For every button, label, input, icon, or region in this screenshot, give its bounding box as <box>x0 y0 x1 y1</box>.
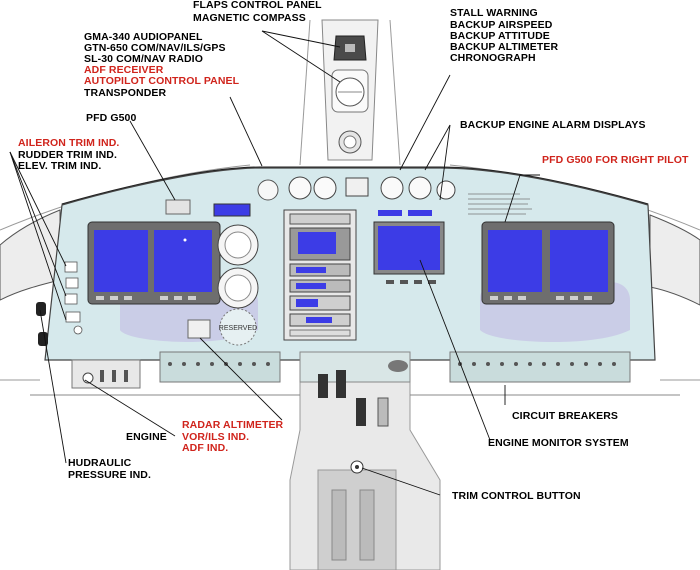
circuit-breakers <box>168 362 616 366</box>
label-vor-ils: VOR/ILS IND. <box>182 431 250 443</box>
pfd-left-buttons <box>96 296 196 300</box>
label-aileron-trim: AILERON TRIM IND. <box>18 137 120 149</box>
audiopanel-icon <box>213 203 251 217</box>
stall-warning-icon <box>257 179 279 201</box>
label-engine: ENGINE <box>126 431 167 443</box>
trim-pedestal <box>317 469 397 570</box>
pfd-right-screen-1 <box>488 230 542 292</box>
label-backup-attitude: BACKUP ATTITUDE <box>450 30 550 42</box>
engine-toggle-1 <box>100 370 104 382</box>
throttle-lever-1 <box>318 374 328 398</box>
hydraulic-pressure-ind-icon <box>36 302 46 316</box>
label-circuit-breakers: CIRCUIT BREAKERS <box>512 410 619 422</box>
prop-lever <box>377 397 389 427</box>
label-engine-monitor-system: ENGINE MONITOR SYSTEM <box>488 437 629 449</box>
backup-engine-alarm-display-1 <box>378 210 402 216</box>
label-adf-ind: ADF IND. <box>182 442 229 454</box>
engine-panel <box>71 359 141 389</box>
label-hydraulic-line-2: PRESSURE IND. <box>68 469 151 481</box>
label-autopilot-control-panel: AUTOPILOT CONTROL PANEL <box>84 75 240 87</box>
autopilot-module-icon <box>165 199 191 215</box>
label-hydraulic-line-1: HUDRAULIC <box>68 457 132 469</box>
label-flaps-control-panel: FLAPS CONTROL PANEL <box>193 0 322 11</box>
label-radar-altimeter: RADAR ALTIMETER <box>182 419 284 431</box>
gma340-audiopanel <box>289 213 351 225</box>
fuselage-left-side <box>0 209 61 301</box>
label-rudder-trim: RUDDER TRIM IND. <box>18 149 118 161</box>
center-indicator <box>345 177 369 197</box>
label-transponder: TRANSPONDER <box>84 87 167 99</box>
backup-attitude-gauge <box>313 176 337 200</box>
label-gma340-audiopanel: GMA-340 AUDIOPANEL <box>84 31 203 43</box>
flaps-lever-icon <box>345 44 355 52</box>
pfd-left-screen-1 <box>94 230 148 292</box>
pedal-right <box>359 489 375 561</box>
chronograph-gauge <box>408 176 432 200</box>
radar-altimeter-module <box>187 319 211 339</box>
engine-monitor-buttons <box>386 280 436 284</box>
placard-lines <box>468 193 532 215</box>
label-magnetic-compass: MAGNETIC COMPASS <box>193 12 306 24</box>
backup-altimeter-gauge <box>380 176 404 200</box>
gtn650-screen <box>298 232 336 254</box>
engine-gauge-right <box>436 180 456 200</box>
mixture-lever <box>356 398 366 426</box>
label-adf-receiver: ADF RECEIVER <box>84 64 164 76</box>
engine-toggle-2 <box>112 370 116 382</box>
pfd-right-screen-2 <box>550 230 608 292</box>
label-chronograph: CHRONOGRAPH <box>450 52 536 64</box>
label-stall-warning: STALL WARNING <box>450 7 538 19</box>
label-backup-engine-alarm: BACKUP ENGINE ALARM DISPLAYS <box>460 119 646 131</box>
label-backup-airspeed: BACKUP AIRSPEED <box>450 19 553 31</box>
fuselage-right-side <box>649 214 700 306</box>
trim-indicators <box>64 261 83 335</box>
engine-toggle-3 <box>124 370 128 382</box>
throttle-lever-2 <box>336 370 346 398</box>
label-pfd-right: PFD G500 FOR RIGHT PILOT <box>542 154 689 166</box>
pedal-left <box>331 489 347 561</box>
label-hydraulic-pressure: HUDRAULIC PRESSURE IND. <box>68 457 151 481</box>
reserved-label: RESERVED <box>219 325 257 332</box>
circuit-breaker-strip-right <box>449 351 631 383</box>
label-trim-control-button: TRIM CONTROL BUTTON <box>452 490 581 502</box>
label-elev-trim: ELEV. TRIM IND. <box>18 160 102 172</box>
label-sl30-radio: SL-30 COM/NAV RADIO <box>84 53 203 65</box>
backup-engine-alarm-display-2 <box>408 210 432 216</box>
center-knob <box>388 360 408 372</box>
pfd-left-screen-2 <box>154 230 212 292</box>
leader-lines <box>9 30 540 496</box>
label-gtn650: GTN-650 COM/NAV/ILS/GPS <box>84 42 226 54</box>
engine-monitor-screen <box>378 226 440 270</box>
label-backup-altimeter: BACKUP ALTIMETER <box>450 41 559 53</box>
reserved-slot <box>219 308 257 346</box>
circuit-breaker-strip-left <box>159 351 281 383</box>
label-pfd-left: PFD G500 <box>86 112 137 124</box>
backup-gauges <box>257 176 456 201</box>
pfd-right-buttons <box>490 296 592 300</box>
backup-airspeed-gauge <box>288 176 312 200</box>
